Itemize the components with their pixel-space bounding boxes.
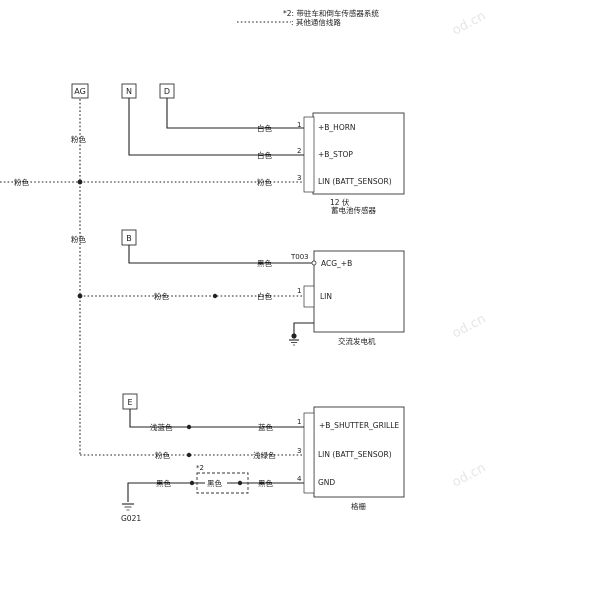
shutter-pin-4: 4 <box>297 475 302 483</box>
battery-pin-label-3: LIN (BATT_SENSOR) <box>318 177 392 186</box>
gnd-mid-color: 黑色 <box>207 478 222 488</box>
shutter-lin-splice <box>186 452 192 458</box>
alt-lin-left-color: 粉色 <box>154 291 169 301</box>
battery-title-1: 12 伏 <box>330 197 350 207</box>
battery-sensor-module: +B_HORN +B_STOP LIN (BATT_SENSOR) 12 伏 蓄… <box>303 112 405 215</box>
legend-note-text: *2: 带驻车和倒车传感器系统 <box>283 8 379 18</box>
watermark-3: od.cn <box>450 461 489 491</box>
battery-pin-1: 1 <box>297 121 301 129</box>
gnd-left-color: 黑色 <box>156 478 171 488</box>
gnd-splice-right <box>237 480 243 486</box>
svg-text:E: E <box>127 398 132 407</box>
shutter-pin-1: 1 <box>297 418 301 426</box>
wire-d-color: 白色 <box>257 123 272 133</box>
battery-pin-3: 3 <box>297 174 301 182</box>
lin-right-color: 粉色 <box>257 177 272 187</box>
gnd-right-color: 黑色 <box>258 478 273 488</box>
alternator-module: ACG_+B LIN 交流发电机 <box>303 250 405 346</box>
svg-text:AG: AG <box>74 87 86 96</box>
gnd-splice-left <box>189 480 195 486</box>
ag-wire-color-1: 粉色 <box>71 134 86 144</box>
shutter-pin-label-2: LIN (BATT_SENSOR) <box>318 450 392 459</box>
connector-B: B <box>121 229 137 246</box>
option-dashed-box <box>196 472 249 494</box>
alternator-ground-wire <box>293 322 314 336</box>
alternator-pin-label-1: ACG_+B <box>321 259 352 268</box>
gnd-inner-label-bg <box>205 478 227 488</box>
shutter-pin-label-1: +B_SHUTTER_GRILLE <box>319 421 399 430</box>
battery-pin-label-2: +B_STOP <box>318 150 353 159</box>
alt-lin-right-color: 白色 <box>257 291 272 301</box>
legend-dotted-text: : 其他通信线路 <box>291 17 341 27</box>
ground-label: G021 <box>121 514 141 523</box>
svg-text:B: B <box>126 234 132 243</box>
battery-title-2: 蓄电池传感器 <box>331 205 376 215</box>
connector-AG: AG <box>71 83 89 99</box>
alternator-lin-splice <box>212 293 218 299</box>
wire-n-stop <box>128 98 304 156</box>
wire-n-color: 白色 <box>257 150 272 160</box>
connector-E: E <box>122 393 138 410</box>
alternator-pin-1: 1 <box>297 287 301 295</box>
shutter-lin-right-color: 浅绿色 <box>253 450 276 460</box>
svg-text:N: N <box>126 87 132 96</box>
wire-gnd-left <box>127 482 197 502</box>
wire-e-shutter <box>129 409 304 428</box>
svg-text:D: D <box>164 87 170 96</box>
option-note-mark: *2 <box>196 464 204 472</box>
lin-junction-node <box>77 179 83 185</box>
wire-e-right-color: 蓝色 <box>258 422 273 432</box>
alternator-ground-icon <box>289 339 299 346</box>
lin-left-color: 粉色 <box>14 177 29 187</box>
alternator-title: 交流发电机 <box>338 336 376 346</box>
shutter-grille-module: +B_SHUTTER_GRILLE LIN (BATT_SENSOR) GND … <box>303 406 405 511</box>
wire-b-color: 黑色 <box>257 258 272 268</box>
connector-N: N <box>121 83 137 99</box>
shutter-pin-3: 3 <box>297 447 301 455</box>
wire-b-acg <box>128 245 312 264</box>
alternator-lin-junction <box>77 293 83 299</box>
battery-pin-2: 2 <box>297 147 301 155</box>
ag-wire-color-2: 粉色 <box>71 234 86 244</box>
watermark-2: od.cn <box>450 312 489 342</box>
e-wire-splice <box>186 424 192 430</box>
shutter-lin-left-color: 粉色 <box>155 450 170 460</box>
connector-D: D <box>159 83 175 99</box>
battery-pin-label-1: +B_HORN <box>318 123 356 132</box>
shutter-pin-label-3: GND <box>318 478 335 487</box>
wire-e-left-color: 浅蓝色 <box>150 422 173 432</box>
watermark-1: od.cn <box>450 9 489 39</box>
shutter-title: 格栅 <box>351 501 366 511</box>
wire-d-horn <box>166 98 304 129</box>
ground-icon <box>122 503 134 511</box>
alternator-pin-label-2: LIN <box>320 292 332 301</box>
alternator-terminal: T003 <box>290 253 309 261</box>
alternator-ground-node <box>291 333 297 339</box>
